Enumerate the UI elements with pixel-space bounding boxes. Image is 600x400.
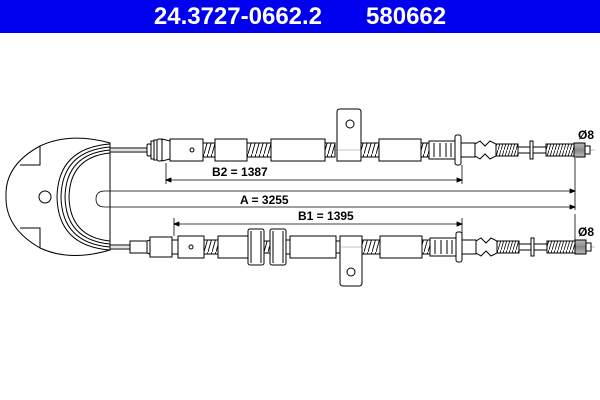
upper-bracket-hole-icon xyxy=(345,119,355,129)
equalizer-bracket xyxy=(5,137,111,257)
part-number: 24.3727-0662.2 xyxy=(153,2,323,30)
dimension-lines xyxy=(95,158,577,240)
title-bar: 24.3727-0662.2 580662 xyxy=(0,0,600,33)
lower-adjuster-nuts xyxy=(247,228,287,266)
diameter-bottom-label: Ø8 xyxy=(578,225,594,239)
dimension-b2-label: B2 = 1387 xyxy=(212,165,268,179)
dimension-b1-label: B1 = 1395 xyxy=(298,209,354,223)
lower-brake-cable xyxy=(110,228,595,287)
lower-mounting-bracket xyxy=(339,235,363,287)
diameter-top-label: Ø8 xyxy=(578,128,594,142)
dimension-a-label: A = 3255 xyxy=(240,193,289,207)
cable-drawing: B2 = 1387 A = 3255 B1 = 1395 Ø8 Ø8 xyxy=(5,108,595,287)
lower-bracket-hole-icon xyxy=(346,267,356,277)
upper-mounting-bracket xyxy=(336,108,362,162)
reference-number: 580662 xyxy=(366,2,447,30)
bracket-hole-icon xyxy=(38,190,52,204)
upper-brake-cable xyxy=(110,108,595,166)
